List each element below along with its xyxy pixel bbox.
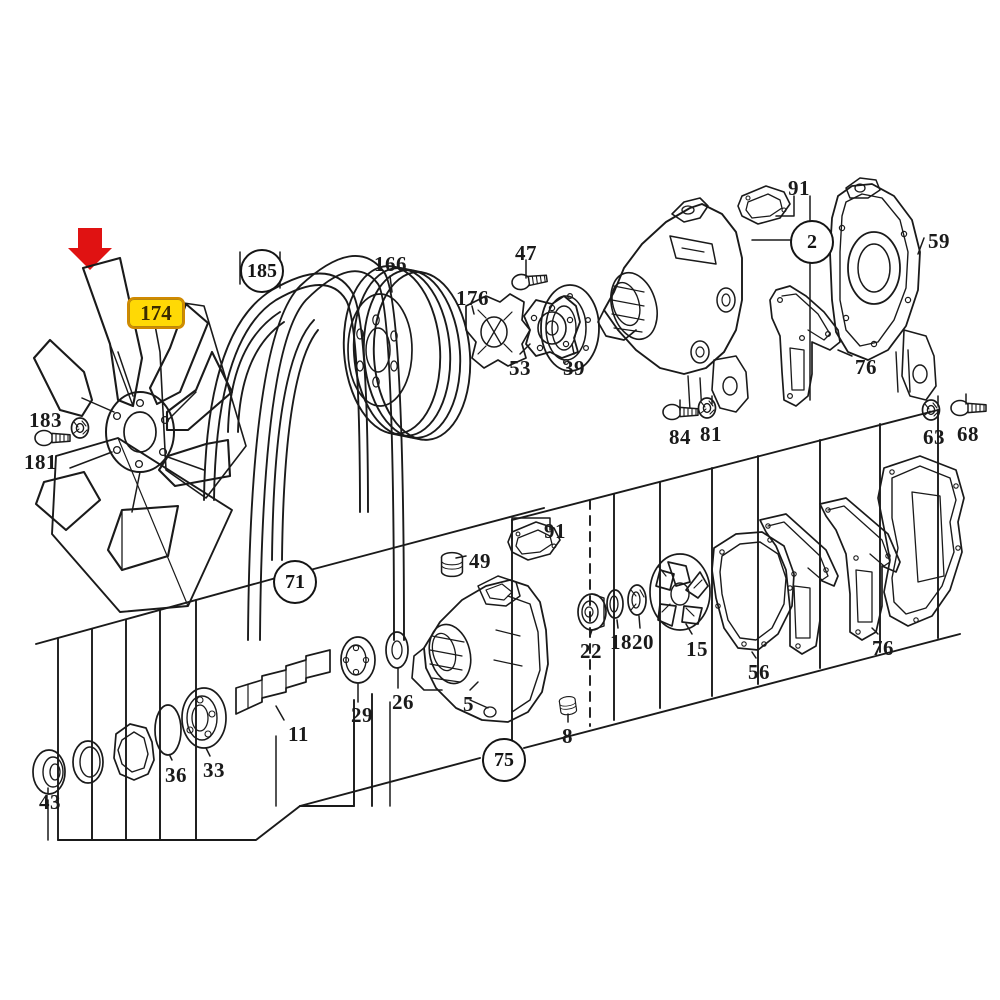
callout-166: 166: [374, 252, 407, 276]
group-callout-71: 71: [273, 560, 317, 604]
callout-49: 49: [469, 549, 491, 573]
callout-59: 59: [928, 229, 950, 253]
callout-81: 81: [700, 422, 722, 446]
callout-176: 176: [456, 286, 489, 310]
callout-183: 183: [29, 408, 62, 432]
callout-91-lower: 91: [544, 519, 566, 543]
callout-26: 26: [392, 690, 414, 714]
callout-43: 43: [39, 790, 61, 814]
callout-18: 18: [610, 630, 632, 654]
highlight-badge-174[interactable]: 174: [127, 297, 185, 329]
group-callout-75: 75: [482, 738, 526, 782]
callout-53: 53: [509, 356, 531, 380]
callout-76-upper: 76: [855, 355, 877, 379]
callout-181: 181: [24, 450, 57, 474]
callout-76-lower: 76: [872, 636, 894, 660]
callout-47: 47: [515, 241, 537, 265]
callout-11: 11: [288, 722, 309, 746]
callout-39: 39: [563, 356, 585, 380]
callout-15: 15: [686, 637, 708, 661]
callout-56: 56: [748, 660, 770, 684]
callout-22: 22: [580, 639, 602, 663]
callout-29: 29: [351, 703, 373, 727]
callout-91-upper: 91: [788, 176, 810, 200]
callout-5: 5: [463, 692, 474, 716]
callout-8: 8: [562, 724, 573, 748]
callout-63: 63: [923, 425, 945, 449]
callout-36: 36: [165, 763, 187, 787]
group-callout-2: 2: [790, 220, 834, 264]
group-callout-185: 185: [240, 249, 284, 293]
callout-84: 84: [669, 425, 691, 449]
callout-68: 68: [957, 422, 979, 446]
callout-20: 20: [632, 630, 654, 654]
callout-33: 33: [203, 758, 225, 782]
